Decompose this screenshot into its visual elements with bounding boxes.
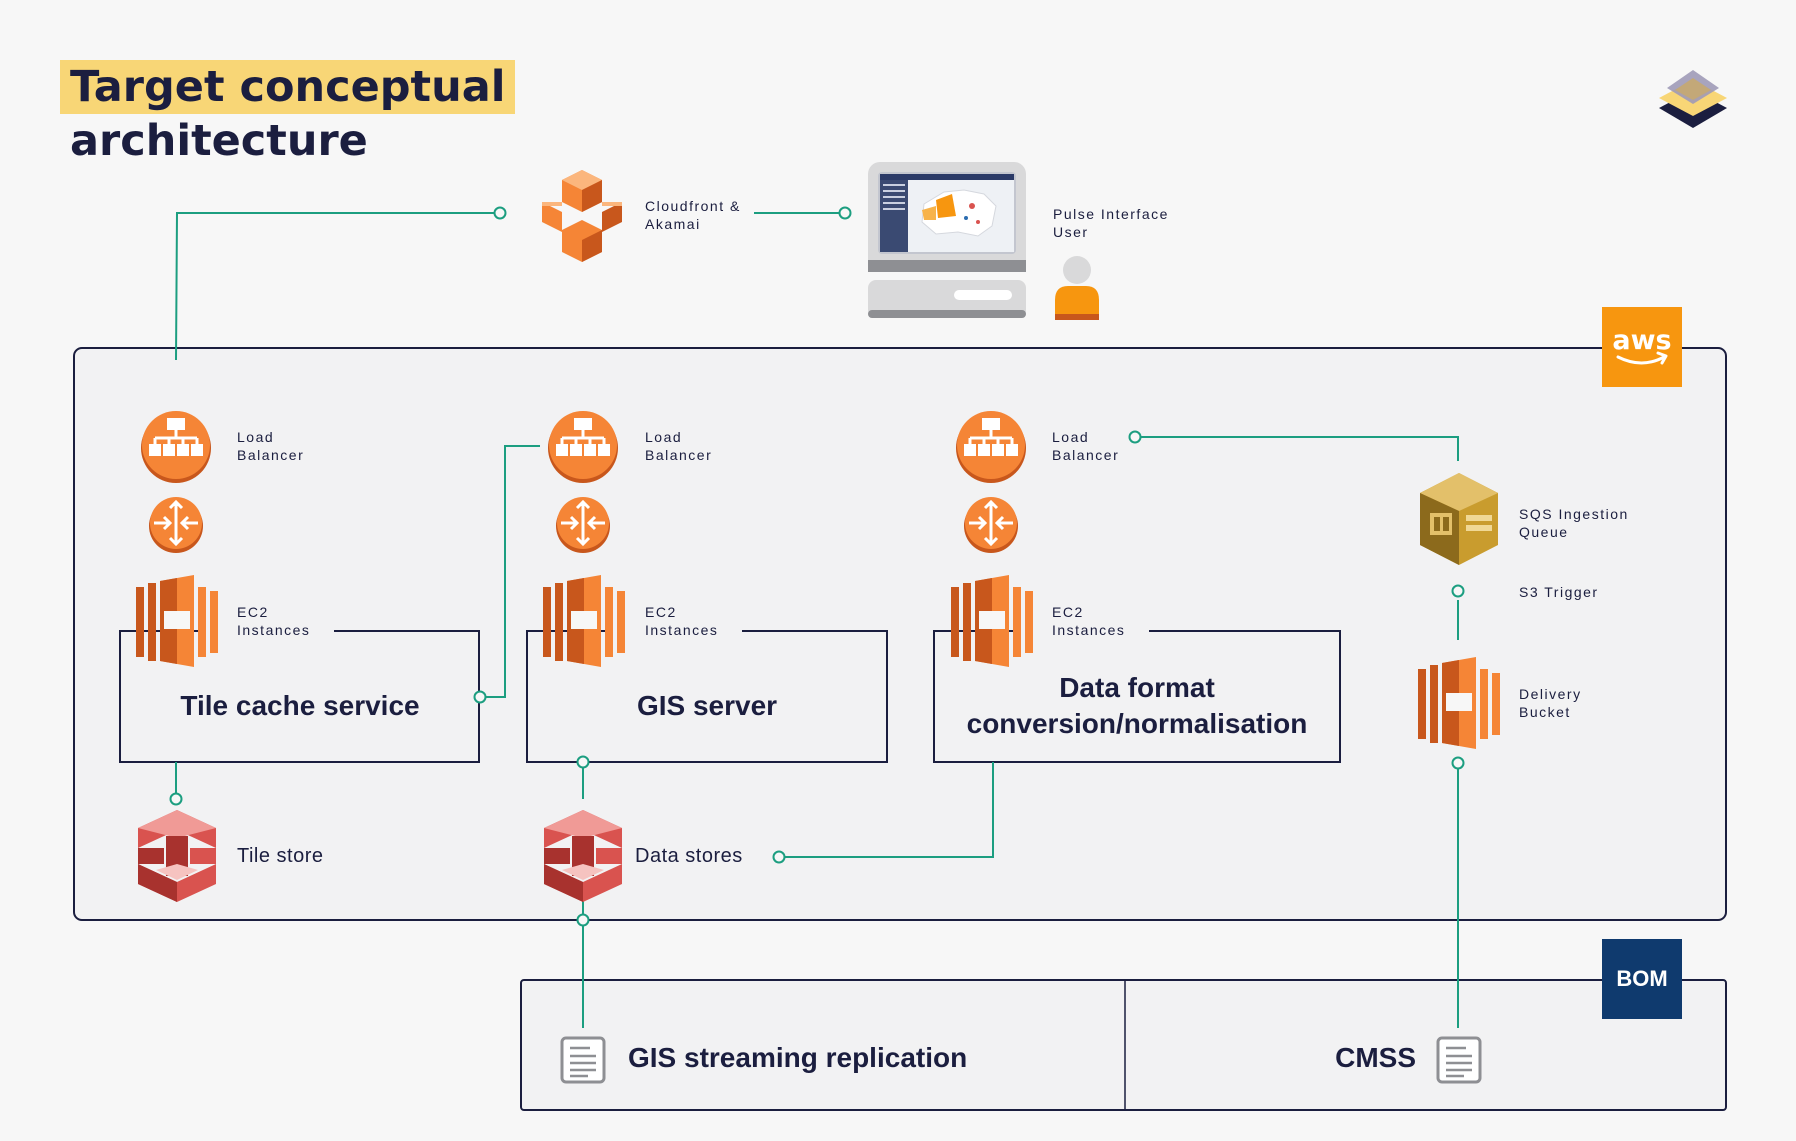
elastic-load-balancing-icon xyxy=(556,497,610,553)
document-icon xyxy=(560,1036,606,1084)
ec2-instances-icon xyxy=(951,575,1033,667)
elastic-load-balancing-icon xyxy=(964,497,1018,553)
bom-badge: BOM xyxy=(1602,939,1682,1019)
sqs-queue-icon xyxy=(1420,473,1498,565)
user-icon xyxy=(1055,256,1099,320)
title-line-1: Target conceptual xyxy=(60,60,516,114)
tile-cache-service-title: Tile cache service xyxy=(180,690,420,721)
aws-badge: aws xyxy=(1602,307,1682,387)
cmss-label: CMSS xyxy=(1335,1042,1416,1073)
data-store-icon xyxy=(544,810,622,902)
diagram-title: Target conceptual architecture xyxy=(60,60,516,168)
tile-store-icon xyxy=(138,810,216,902)
document-icon xyxy=(1436,1036,1482,1084)
gis-streaming-replication-label: GIS streaming replication xyxy=(628,1042,968,1073)
delivery-bucket-icon xyxy=(1418,657,1500,749)
company-logo-icon xyxy=(1659,70,1727,128)
gis-server-title: GIS server xyxy=(636,690,778,721)
svg-text:aws: aws xyxy=(1612,325,1671,356)
computer-monitor-icon xyxy=(868,162,1026,318)
cloudfront-icon xyxy=(542,170,622,262)
aws-logo-icon: aws xyxy=(1612,325,1672,365)
load-balancer-icon xyxy=(548,411,618,483)
title-line-2: architecture xyxy=(70,116,368,166)
data-stores-label: Data stores xyxy=(635,845,743,867)
load-balancer-icon xyxy=(141,411,211,483)
cdn-label: Cloudfront &Akamai xyxy=(645,198,741,232)
elastic-load-balancing-icon xyxy=(149,497,203,553)
ec2-instances-icon xyxy=(543,575,625,667)
tile-store-label: Tile store xyxy=(237,845,324,867)
load-balancer-icon xyxy=(956,411,1026,483)
s3-trigger-label: S3 Trigger xyxy=(1519,584,1599,600)
ec2-instances-icon xyxy=(136,575,218,667)
